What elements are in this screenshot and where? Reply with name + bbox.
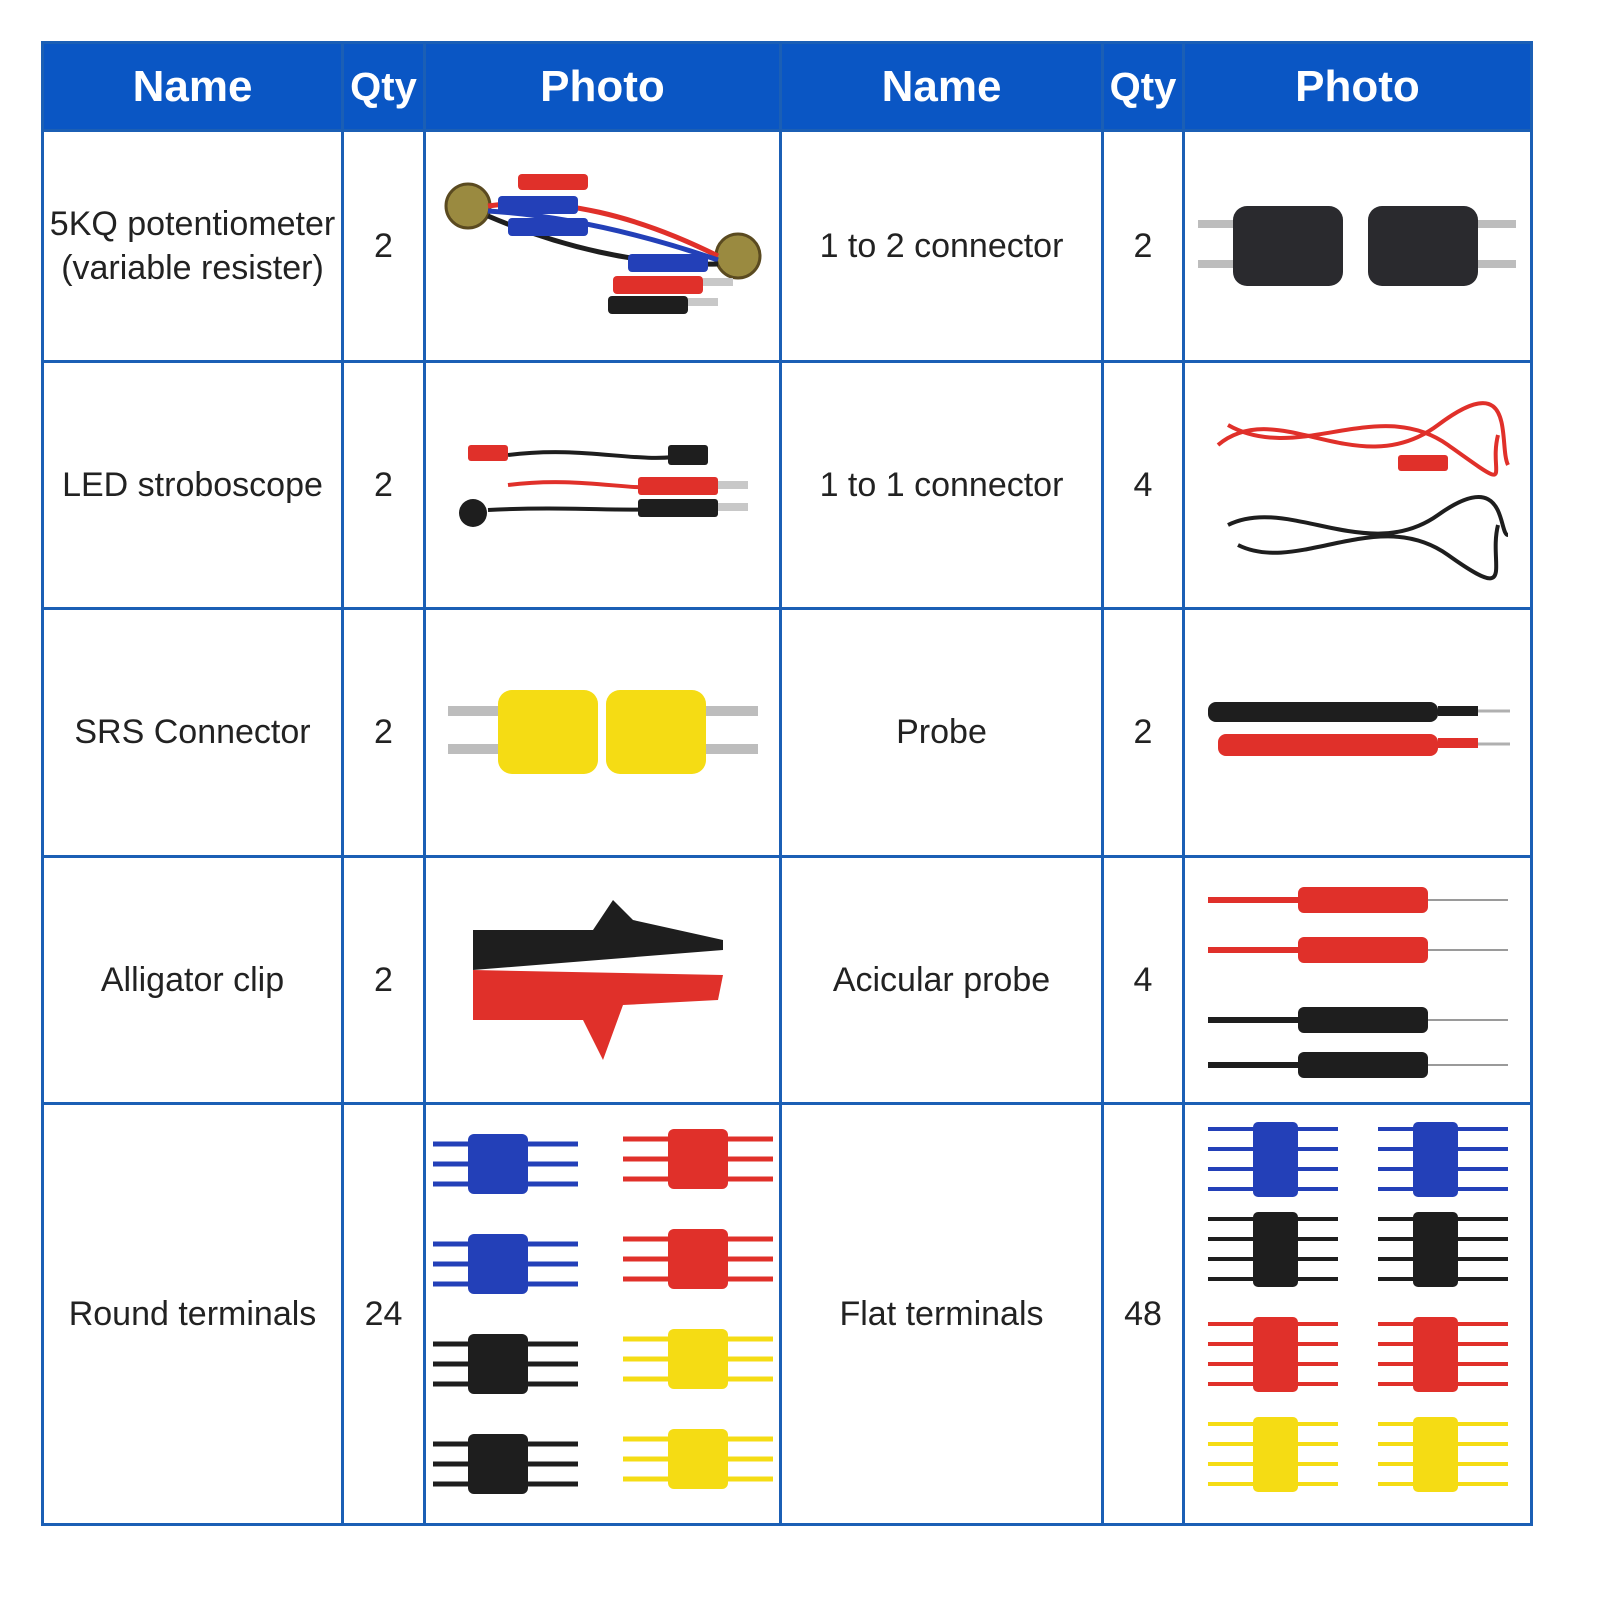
potentiometer-leads-photo xyxy=(423,129,782,363)
item-name: LED stroboscope xyxy=(41,359,344,611)
item-name: 1 to 1 connector xyxy=(779,359,1104,611)
header-photo-left: Photo xyxy=(423,40,782,133)
item-qty: 48 xyxy=(1101,1102,1185,1526)
item-name: Flat terminals xyxy=(779,1102,1104,1526)
table-row: SRS Connector 2 Probe 2 xyxy=(41,607,1533,858)
header-row: Name Qty Photo Name Qty Photo xyxy=(41,40,1533,133)
table-row: LED stroboscope 2 1 to 1 connector 4 xyxy=(41,359,1533,611)
item-name: Round terminals xyxy=(41,1102,344,1526)
table-row: Alligator clip 2 Acicular probe 4 xyxy=(41,854,1533,1106)
item-name: Acicular probe xyxy=(779,854,1104,1106)
item-qty: 4 xyxy=(1101,359,1185,611)
item-qty: 2 xyxy=(341,854,426,1106)
table-row: Round terminals 24 xyxy=(41,1102,1533,1526)
item-qty: 2 xyxy=(1101,129,1185,363)
acicular-probe-photo xyxy=(1182,854,1533,1106)
test-probe-photo xyxy=(1182,607,1533,858)
led-stroboscope-leads-photo xyxy=(423,359,782,611)
item-qty: 2 xyxy=(341,129,426,363)
header-photo-right: Photo xyxy=(1182,40,1533,133)
item-name: SRS Connector xyxy=(41,607,344,858)
black-double-connector-photo xyxy=(1182,129,1533,363)
header-qty-right: Qty xyxy=(1101,40,1185,133)
item-name: 1 to 2 connector xyxy=(779,129,1104,363)
header-name-right: Name xyxy=(779,40,1104,133)
item-qty: 24 xyxy=(341,1102,426,1526)
table-row: 5KQ potentiometer (variable resister) 2 … xyxy=(41,129,1533,363)
parts-table: Name Qty Photo Name Qty Photo 5KQ potent… xyxy=(41,40,1533,1526)
flat-terminals-photo xyxy=(1182,1102,1533,1526)
item-qty: 4 xyxy=(1101,854,1185,1106)
round-terminals-photo xyxy=(423,1102,782,1526)
item-name: Alligator clip xyxy=(41,854,344,1106)
red-black-cable-photo xyxy=(1182,359,1533,611)
item-qty: 2 xyxy=(341,607,426,858)
yellow-srs-connector-photo xyxy=(423,607,782,858)
header-name-left: Name xyxy=(41,40,344,133)
header-qty-left: Qty xyxy=(341,40,426,133)
item-name: 5KQ potentiometer (variable resister) xyxy=(41,129,344,363)
item-name: Probe xyxy=(779,607,1104,858)
item-qty: 2 xyxy=(341,359,426,611)
alligator-clip-photo xyxy=(423,854,782,1106)
item-qty: 2 xyxy=(1101,607,1185,858)
